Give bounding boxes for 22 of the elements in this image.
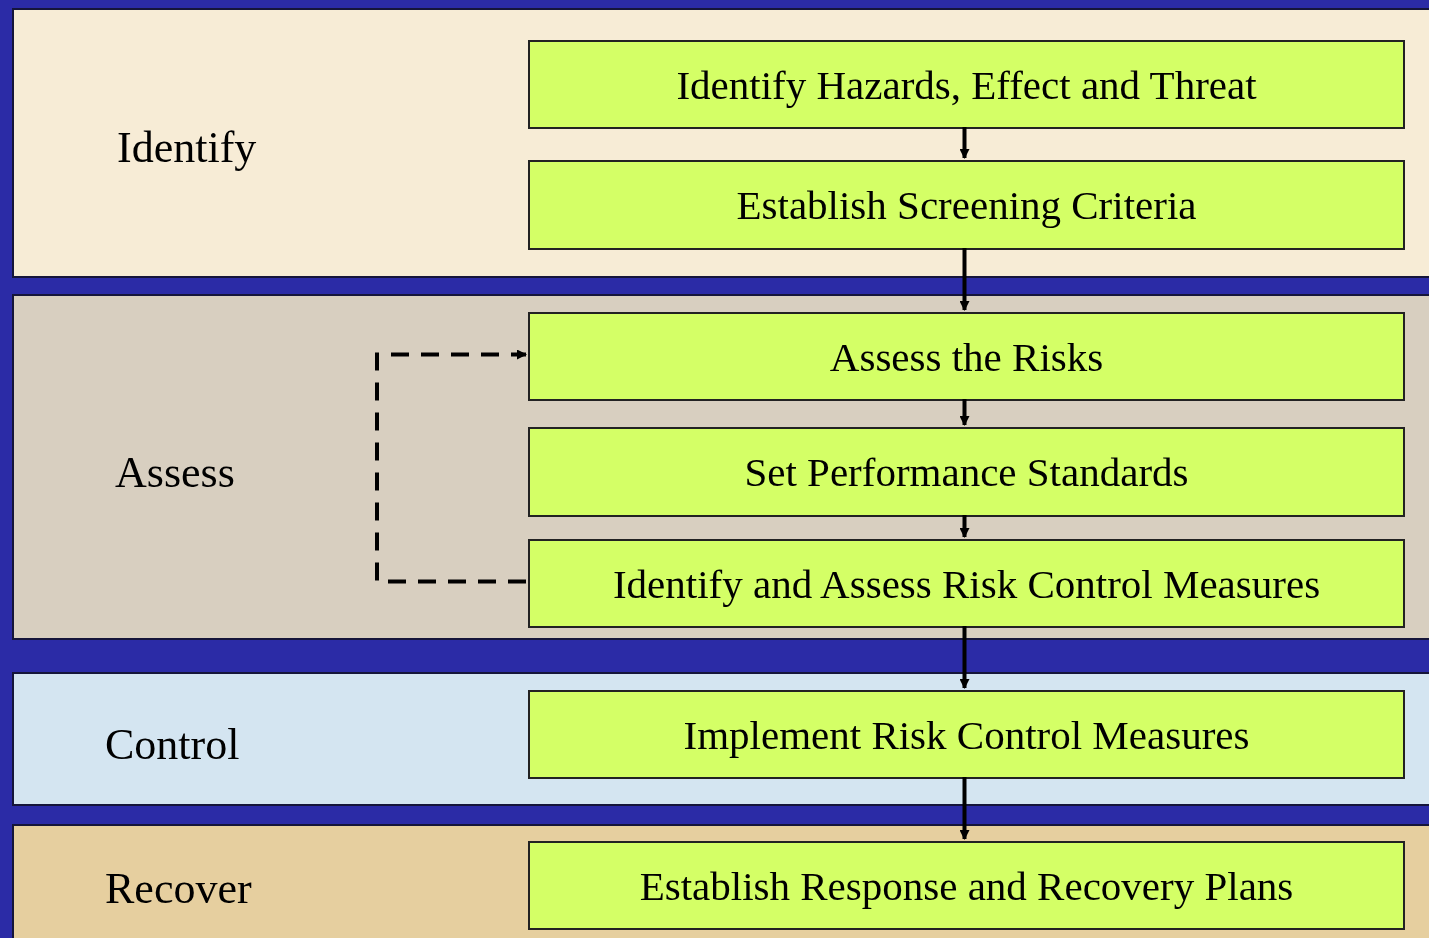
arrow bbox=[959, 399, 970, 426]
arrow bbox=[959, 248, 970, 311]
arrow bbox=[375, 349, 527, 584]
phase-label: Assess bbox=[115, 446, 235, 498]
phase-label: Control bbox=[105, 718, 240, 770]
arrow bbox=[959, 626, 970, 689]
process-box: Establish Response and Recovery Plans bbox=[528, 841, 1405, 930]
phase-label: Recover bbox=[105, 862, 252, 914]
process-box: Establish Screening Criteria bbox=[528, 160, 1405, 250]
process-box: Implement Risk Control Measures bbox=[528, 690, 1405, 779]
process-box: Identify Hazards, Effect and Threat bbox=[528, 40, 1405, 129]
phase-band bbox=[12, 8, 1429, 278]
process-box: Identify and Assess Risk Control Measures bbox=[528, 539, 1405, 628]
phase-band bbox=[12, 672, 1429, 806]
arrow bbox=[959, 515, 970, 538]
phase-band bbox=[12, 824, 1429, 938]
phase-band bbox=[12, 294, 1429, 640]
arrow bbox=[959, 127, 970, 159]
arrow bbox=[959, 777, 970, 840]
process-box: Assess the Risks bbox=[528, 312, 1405, 401]
phase-label: Identify bbox=[117, 121, 257, 173]
process-box: Set Performance Standards bbox=[528, 427, 1405, 517]
